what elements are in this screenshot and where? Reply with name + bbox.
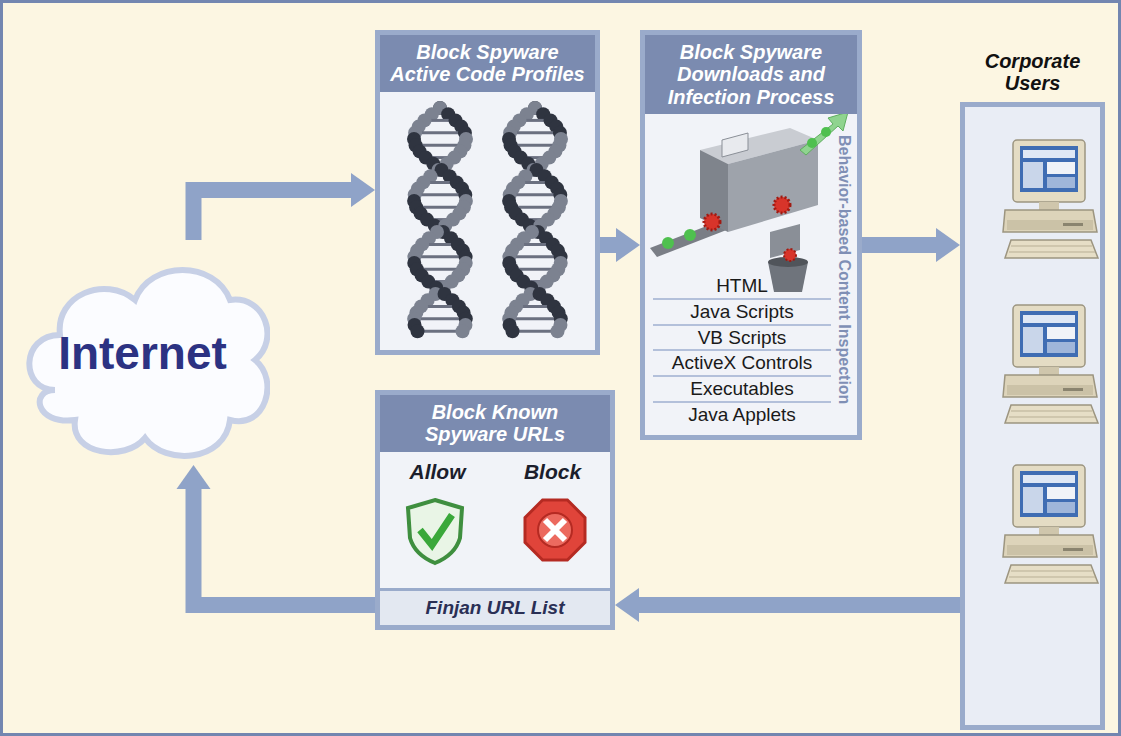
content-type: VB Scripts bbox=[653, 326, 831, 352]
content-type: ActiveX Controls bbox=[653, 351, 831, 377]
content-type: HTML bbox=[653, 274, 831, 300]
panel-heading: Corporate Users bbox=[960, 50, 1105, 102]
flow-arrow bbox=[194, 489, 376, 605]
content-type: Java Applets bbox=[653, 403, 831, 427]
flow-arrow bbox=[639, 597, 960, 613]
box-fill bbox=[640, 30, 862, 440]
panel-frame bbox=[960, 102, 1105, 730]
side-label: Behavior-based Content Inspection bbox=[835, 135, 853, 404]
block-stop-icon bbox=[525, 500, 585, 560]
box-fills bbox=[375, 30, 1105, 730]
option-label: Allow bbox=[380, 460, 495, 484]
cloud-label: Internet bbox=[58, 326, 227, 380]
box-heading: Block Spyware Downloads and Infection Pr… bbox=[645, 35, 857, 114]
box-heading: Block Spyware Active Code Profiles bbox=[380, 35, 595, 92]
content-type: Executables bbox=[653, 377, 831, 403]
dna-illustration bbox=[407, 101, 568, 338]
flow-arrow bbox=[600, 237, 616, 253]
box-footer: Finjan URL List bbox=[380, 588, 610, 625]
process-box: Block Known Spyware URLsAllowBlockFinjan… bbox=[375, 390, 615, 630]
allow-shield-icon bbox=[408, 500, 462, 563]
process-box: Block Spyware Active Code Profiles bbox=[375, 30, 600, 355]
process-box: Block Spyware Downloads and Infection Pr… bbox=[640, 30, 862, 440]
box-heading: Block Known Spyware URLs bbox=[380, 395, 610, 452]
cloud-shape: Internet bbox=[15, 240, 270, 465]
user-panel: Corporate Users bbox=[960, 50, 1105, 730]
filter-machine-illustration bbox=[650, 112, 848, 292]
box-fill bbox=[960, 102, 1105, 730]
content-type: Java Scripts bbox=[653, 300, 831, 326]
computer-icons bbox=[1003, 140, 1098, 583]
option-label: Block bbox=[495, 460, 610, 484]
flow-arrow bbox=[194, 190, 352, 240]
cloud-shape bbox=[29, 270, 267, 456]
box-fill bbox=[375, 390, 615, 630]
flow-arrow bbox=[862, 237, 936, 253]
box-fill bbox=[375, 30, 600, 355]
